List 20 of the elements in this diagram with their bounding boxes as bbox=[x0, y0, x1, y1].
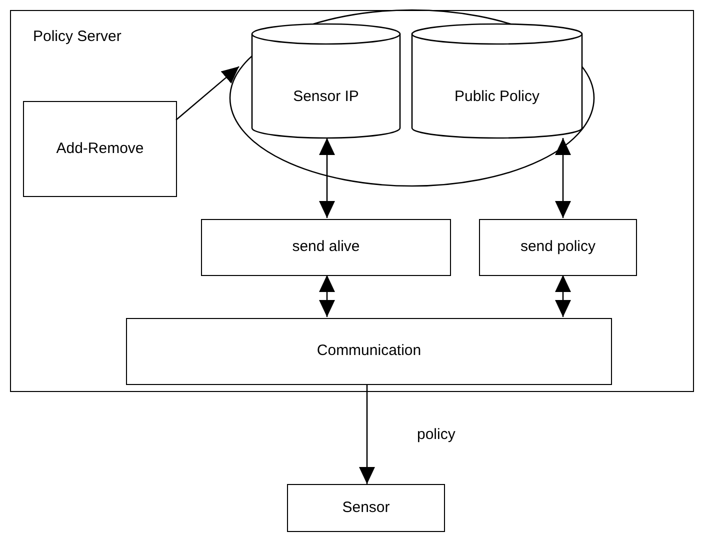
node-label: Add-Remove bbox=[56, 138, 144, 159]
process-box bbox=[201, 219, 451, 276]
node-label: Sensor bbox=[342, 498, 390, 518]
node-label: send policy bbox=[520, 237, 596, 258]
node-label: send alive bbox=[292, 237, 360, 258]
process-box bbox=[23, 101, 177, 197]
arrow bbox=[319, 275, 335, 317]
node-label: Communication bbox=[316, 341, 422, 362]
arrow bbox=[176, 66, 240, 120]
process-box bbox=[287, 484, 445, 532]
server-frame bbox=[10, 10, 694, 392]
node-label: Public Policy bbox=[454, 88, 540, 105]
arrow bbox=[555, 138, 571, 218]
process-box bbox=[126, 318, 612, 385]
arrow bbox=[359, 384, 375, 484]
node-label: Sensor IP bbox=[293, 88, 359, 105]
arrow bbox=[319, 138, 335, 218]
process-box bbox=[479, 219, 637, 276]
arrow bbox=[555, 275, 571, 317]
node-label: Policy Server bbox=[33, 28, 122, 45]
